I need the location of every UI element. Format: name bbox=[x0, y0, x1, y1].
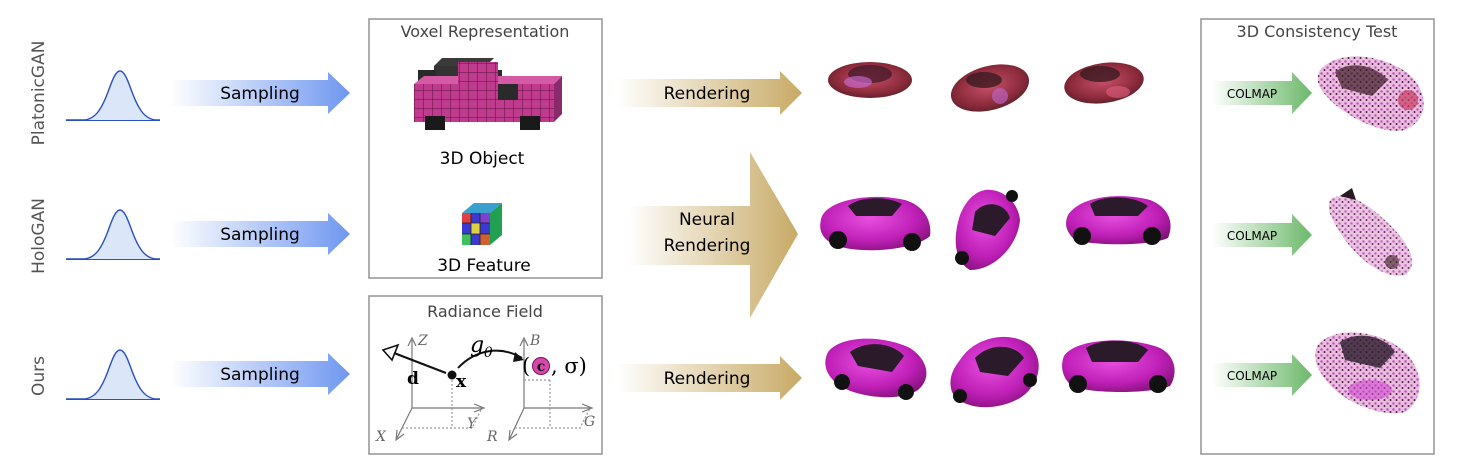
gaussian-icon bbox=[66, 209, 160, 260]
gaussian-icon bbox=[66, 70, 160, 121]
ray-arrow bbox=[393, 351, 457, 380]
sampling-label: Sampling bbox=[220, 365, 300, 385]
color-swatch-icon bbox=[532, 357, 550, 375]
consistency-box-title: 3D Consistency Test bbox=[1237, 22, 1398, 41]
sampling-label: Sampling bbox=[220, 84, 300, 104]
car-render-image bbox=[1062, 340, 1175, 393]
car-render-image bbox=[950, 336, 1039, 408]
output-label: , σ) bbox=[551, 354, 587, 378]
row-label-platonicgan: PlatonicGAN bbox=[29, 41, 49, 146]
colmap-label: COLMAP bbox=[1227, 369, 1277, 383]
rendering-label: Rendering bbox=[664, 84, 751, 104]
axis-z-label: Z bbox=[417, 333, 428, 349]
colmap-arrow: COLMAP bbox=[1212, 214, 1312, 256]
axis-g-label: G bbox=[584, 414, 595, 430]
neural-rendering-arrow: Neural Rendering bbox=[628, 152, 798, 318]
mapping-label: gθ bbox=[470, 333, 493, 361]
gaussian-icon bbox=[66, 349, 160, 400]
voxel-feature-label: 3D Feature bbox=[437, 256, 531, 276]
radiance-field-box: Radiance Field Z X Y d x gθ bbox=[368, 295, 603, 455]
car-render-image bbox=[1066, 196, 1171, 245]
colmap-label: COLMAP bbox=[1227, 87, 1277, 101]
sampling-arrow: Sampling bbox=[170, 72, 350, 114]
radiance-box-title: Radiance Field bbox=[427, 302, 543, 321]
row-label-hologan: HoloGAN bbox=[29, 198, 49, 274]
point-cloud-image bbox=[1315, 332, 1420, 414]
rendering-arrow: Rendering bbox=[616, 71, 802, 115]
sampling-arrow: Sampling bbox=[170, 213, 350, 255]
rendering-arrow: Rendering bbox=[616, 356, 802, 400]
sampling-label: Sampling bbox=[220, 225, 300, 245]
car-render-image bbox=[828, 62, 912, 98]
consistency-test-box: 3D Consistency Test bbox=[1200, 18, 1435, 455]
point-cloud-image bbox=[1328, 188, 1413, 276]
car-render-image bbox=[950, 64, 1030, 112]
point-cloud-image bbox=[1317, 56, 1424, 131]
point-label: x bbox=[456, 372, 467, 392]
feature-cube-icon bbox=[462, 203, 502, 245]
voxel-car-icon bbox=[414, 58, 562, 130]
voxel-object-label: 3D Object bbox=[440, 149, 525, 169]
neural-rendering-line2: Rendering bbox=[664, 236, 751, 256]
colmap-label: COLMAP bbox=[1227, 229, 1277, 243]
car-render-image bbox=[825, 338, 927, 400]
row-label-ours: Ours bbox=[29, 356, 49, 396]
car-render-image bbox=[1064, 62, 1144, 104]
axis-r-label: R bbox=[486, 429, 498, 445]
colmap-arrow: COLMAP bbox=[1212, 72, 1312, 114]
sampling-arrow: Sampling bbox=[170, 353, 350, 395]
axis-b-label: B bbox=[529, 333, 540, 349]
axis-x-label: X bbox=[375, 429, 387, 445]
car-render-image bbox=[955, 189, 1020, 270]
xyz-axes bbox=[395, 336, 486, 442]
direction-label: d bbox=[407, 369, 419, 389]
color-symbol: c bbox=[537, 359, 546, 375]
colmap-arrow: COLMAP bbox=[1212, 354, 1312, 396]
rgb-axes bbox=[508, 336, 594, 442]
voxel-representation-box: Voxel Representation 3D Object bbox=[368, 18, 603, 279]
rendering-label: Rendering bbox=[664, 369, 751, 389]
output-open-paren: ( bbox=[522, 354, 530, 378]
car-render-image bbox=[820, 196, 931, 251]
neural-rendering-line1: Neural bbox=[679, 210, 735, 230]
axis-y-label: Y bbox=[467, 416, 478, 432]
voxel-box-title: Voxel Representation bbox=[401, 22, 570, 41]
